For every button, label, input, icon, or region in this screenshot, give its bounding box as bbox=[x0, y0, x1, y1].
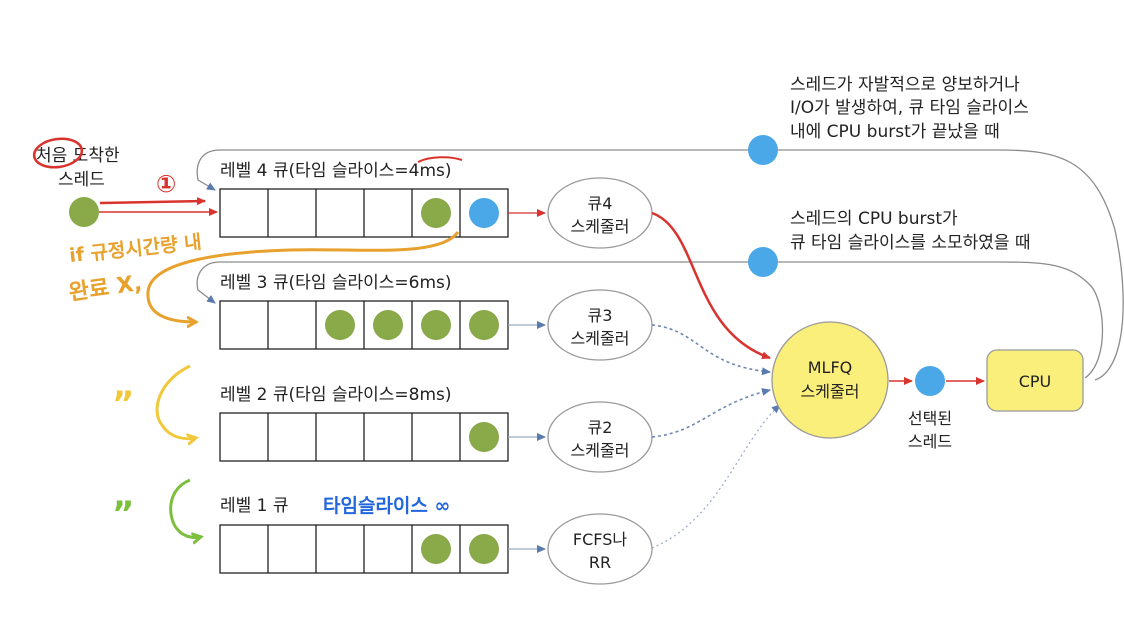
q1-label: 레벨 1 큐 bbox=[220, 496, 289, 516]
q3-scheduler-line1: 큐3 bbox=[588, 306, 613, 325]
handwritten-orange-arrow bbox=[146, 231, 460, 322]
q2-scheduler-line1: 큐2 bbox=[588, 418, 613, 437]
yield-event-dot bbox=[748, 135, 778, 165]
handwritten-blue-note: 타임슬라이스 ∞ bbox=[323, 495, 450, 517]
queue-q3: 레벨 3 큐(타임 슬라이스=6ms) 큐3 스케줄러 bbox=[219, 273, 653, 361]
note-exhaust-line2: 큐 타임 슬라이스를 소모하였을 때 bbox=[790, 233, 1031, 253]
handwritten-number-one: ① bbox=[156, 170, 176, 198]
note-exhaust-line1: 스레드의 CPU burst가 bbox=[790, 209, 958, 229]
queue-q2: 레벨 2 큐(타임 슬라이스=8ms) 큐2 스케줄러 bbox=[219, 385, 653, 473]
selected-thread-dot bbox=[915, 366, 945, 396]
mlfq-scheduler-node bbox=[771, 321, 889, 439]
queue-q4: 레벨 4 큐(타임 슬라이스=4ms) 큐4 스케줄러 bbox=[219, 161, 653, 249]
q1-thread-green bbox=[421, 534, 451, 564]
q3-to-mlfq-line bbox=[651, 324, 771, 376]
q3-label: 레벨 3 큐(타임 슬라이스=6ms) bbox=[220, 273, 452, 293]
new-thread-label-line1: 처음 도착한 bbox=[36, 146, 120, 166]
q4-scheduler-line1: 큐4 bbox=[588, 194, 613, 213]
note-yield-line1: 스레드가 자발적으로 양보하거나 bbox=[790, 75, 1020, 95]
handwritten-ditto-yellow: ” bbox=[112, 384, 134, 424]
handwritten-circle-mark bbox=[32, 137, 84, 169]
q1-scheduler-line1: FCFS나 bbox=[573, 530, 627, 549]
handwritten-ditto-green: ” bbox=[112, 494, 134, 534]
handwritten-green-arrow bbox=[169, 478, 200, 537]
q2-to-mlfq-line bbox=[651, 388, 771, 438]
q2-thread-green bbox=[469, 422, 499, 452]
q2-scheduler-line2: 스케줄러 bbox=[571, 441, 630, 460]
q3-thread-green bbox=[469, 310, 499, 340]
handwritten-red-arrow bbox=[99, 197, 206, 206]
q3-thread-green bbox=[421, 310, 451, 340]
q1-thread-green bbox=[469, 534, 499, 564]
q4-label: 레벨 4 큐(타임 슬라이스=4ms) bbox=[220, 161, 452, 181]
cpu-box bbox=[986, 349, 1084, 412]
note-yield-line2: I/O가 발생하여, 큐 타임 슬라이스 bbox=[790, 98, 1029, 118]
handwritten-yellow-arrow bbox=[155, 364, 195, 439]
new-thread-dot bbox=[69, 197, 99, 227]
q3-thread-green bbox=[373, 310, 403, 340]
q4-to-mlfq-line bbox=[651, 211, 771, 360]
q3-scheduler-line2: 스케줄러 bbox=[571, 329, 630, 348]
q4-thread-green bbox=[421, 198, 451, 228]
mlfq-label-line2: 스케줄러 bbox=[801, 382, 860, 401]
q1-to-mlfq-line bbox=[651, 404, 781, 549]
q4-thread-blue bbox=[469, 198, 499, 228]
exhaust-event-dot bbox=[748, 247, 778, 277]
yield-feedback-line bbox=[196, 149, 1124, 381]
q4-scheduler-node bbox=[547, 177, 653, 249]
mlfq-label-line1: MLFQ bbox=[808, 358, 853, 377]
q2-label: 레벨 2 큐(타임 슬라이스=8ms) bbox=[220, 385, 452, 405]
handwritten-orange-note-line1: if 규정시간량 내 bbox=[68, 231, 202, 267]
exhaust-feedback-line bbox=[196, 261, 1104, 379]
q1-scheduler-node bbox=[547, 513, 653, 585]
queue-q1: 레벨 1 큐 FCFS나 RR bbox=[219, 496, 653, 585]
q3-thread-green bbox=[325, 310, 355, 340]
q1-scheduler-line2: RR bbox=[589, 553, 611, 572]
note-yield-line3: 내에 CPU burst가 끝났을 때 bbox=[790, 122, 1000, 142]
q2-scheduler-node bbox=[547, 401, 653, 473]
q4-scheduler-line2: 스케줄러 bbox=[571, 217, 630, 236]
handwritten-orange-note-line2: 완료 X, bbox=[67, 271, 143, 306]
cpu-label: CPU bbox=[1019, 372, 1052, 391]
q3-scheduler-node bbox=[547, 289, 653, 361]
selected-thread-label-line1: 선택된 bbox=[908, 409, 952, 428]
handwritten-underline-4ms bbox=[417, 156, 463, 163]
new-thread-label-line2: 스레드 bbox=[58, 170, 105, 190]
selected-thread-label-line2: 스레드 bbox=[908, 432, 952, 451]
